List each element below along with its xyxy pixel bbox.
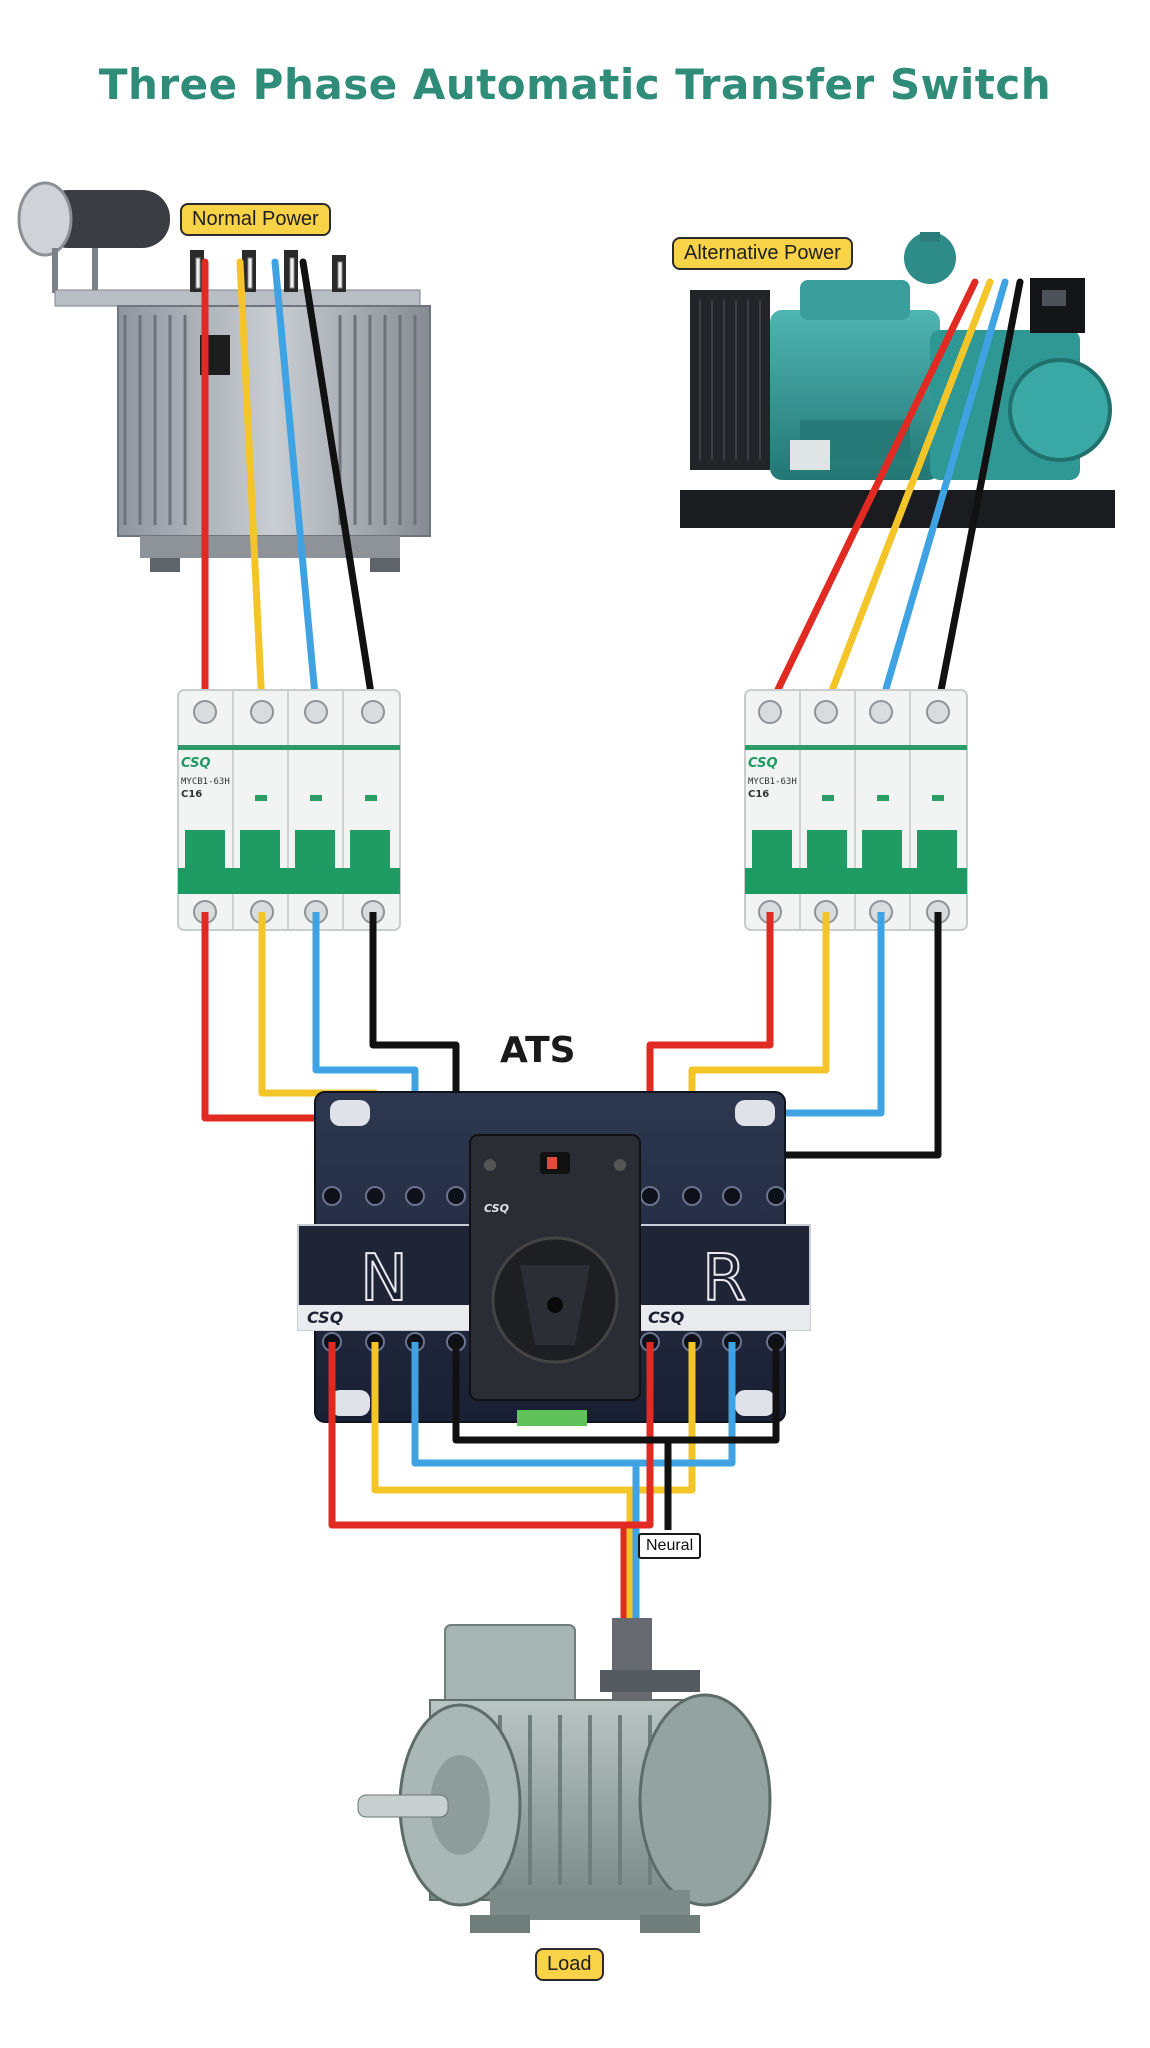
conservator-tank [40,190,170,248]
motor-shaft [357,1794,449,1818]
motor-terminal-box [444,1624,576,1711]
ats-brand-right: CSQ [648,1308,685,1327]
left-circuit-breaker [177,689,401,931]
neutral-label: Neural [638,1533,702,1559]
wire-n-ats-bridge [452,1342,780,1444]
right-breaker-rating: C16 [748,789,769,800]
generator [680,232,1115,528]
motor-fan-cover [638,1693,772,1907]
conservator-end-cap [17,181,73,257]
wire-l3-load [411,1342,640,1620]
normal-power-label: Normal Power [180,203,331,236]
generator-radiator [690,290,770,470]
wire-l2-normal-in [236,258,266,710]
wire-l1-load-alt [624,1342,654,1529]
ats-label: ATS [500,1030,576,1071]
wire-l1-load [328,1342,628,1620]
motor [357,1618,772,1933]
ats-letter-reserve: R [702,1242,746,1316]
right-breaker-brand: CSQ [748,756,778,771]
wire-n-normal-in [299,258,377,710]
wire-l2-alt-in [822,278,994,710]
wire-l1-alt-in [766,278,979,710]
ats-letter-normal: N [360,1242,408,1316]
alternative-source-wires [766,278,1024,710]
ats-control-terminal [517,1410,587,1426]
wire-n-alt-in [934,278,1024,710]
ats-brand-handle: CSQ [484,1202,509,1215]
alternative-power-label: Alternative Power [672,237,853,270]
wire-l2-load [371,1342,634,1620]
ats-to-load-wires [328,1342,780,1620]
left-breaker-model: MYCB1-63H [181,777,230,787]
ats-brand-left: CSQ [307,1308,344,1327]
right-breaker-model: MYCB1-63H [748,777,797,787]
left-breaker-rating: C16 [181,789,202,800]
wire-l3-alt-in [877,278,1009,710]
normal-source-wires [201,258,377,710]
left-breaker-brand: CSQ [181,756,211,771]
right-circuit-breaker [744,689,968,931]
wire-l3-normal-in [271,258,320,710]
diagram-title: Three Phase Automatic Transfer Switch [98,60,1052,109]
load-label: Load [535,1948,604,1981]
wire-n-alt-ats [772,912,942,1195]
transformer [17,181,431,572]
ats-unit [297,1091,811,1426]
